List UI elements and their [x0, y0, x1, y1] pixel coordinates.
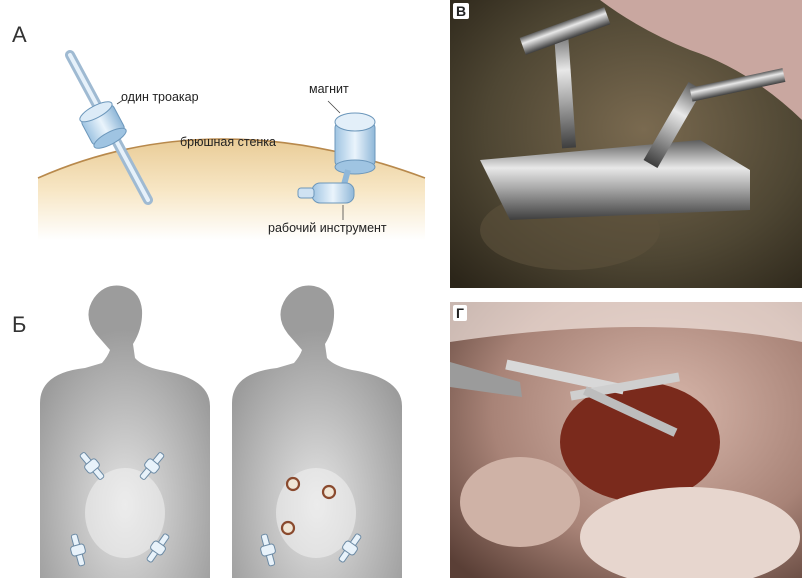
- panel-letter-v: В: [453, 3, 469, 19]
- label-working-instrument: рабочий инструмент: [268, 221, 387, 235]
- panel-letter-g: Г: [453, 305, 467, 321]
- torso-multiport: [40, 286, 210, 578]
- torso-diagrams: [0, 278, 440, 578]
- label-trocar: один троакар: [121, 90, 199, 104]
- endoscopic-photo-v: [450, 0, 802, 288]
- abdominal-wall-diagram: [0, 0, 440, 250]
- label-abdominal-wall: брюшная стенка: [180, 135, 276, 149]
- endoscopic-photo-g: [450, 302, 802, 578]
- torso-magnetic: [232, 286, 402, 578]
- label-magnet: магнит: [309, 82, 349, 96]
